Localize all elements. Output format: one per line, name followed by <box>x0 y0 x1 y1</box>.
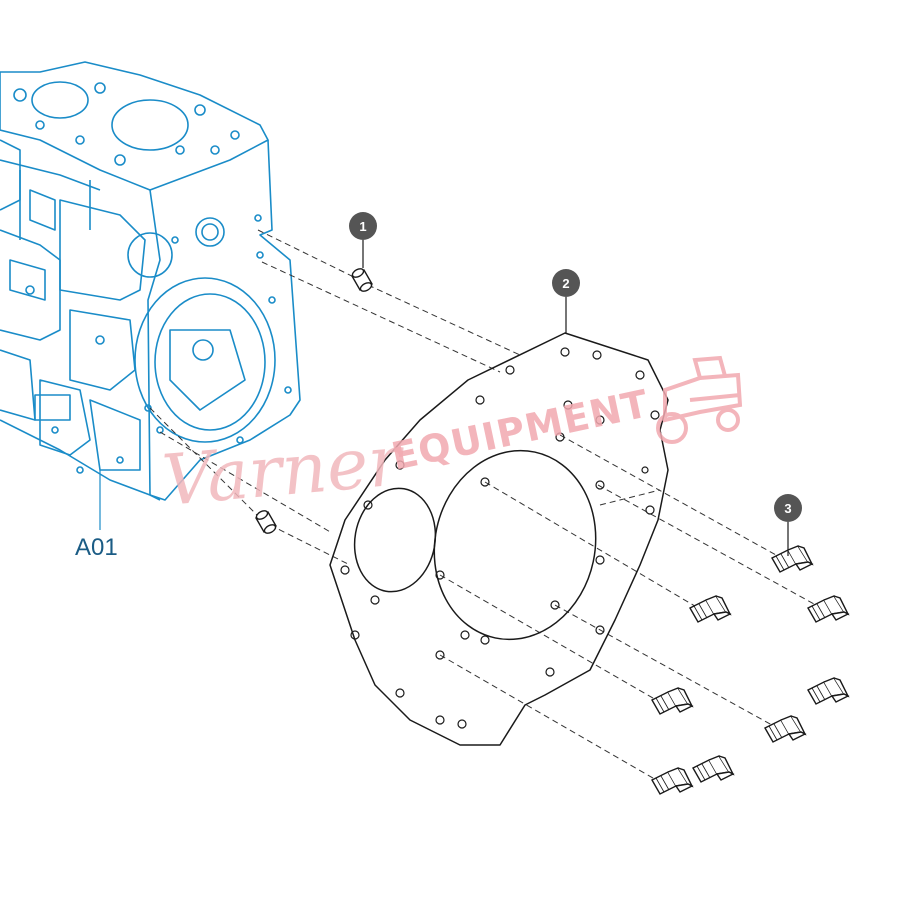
alignment-lines <box>149 229 826 786</box>
watermark-script: Varner <box>159 419 408 522</box>
bolt <box>771 545 813 573</box>
callout-3-label: 3 <box>784 501 791 516</box>
bolt <box>764 715 806 743</box>
engine-block-label: A01 <box>75 534 118 561</box>
bolt <box>651 767 693 795</box>
callout-3: 3 <box>774 494 802 556</box>
dowel-pin-upper <box>351 268 373 292</box>
bolt <box>807 595 849 623</box>
callout-2-label: 2 <box>562 276 569 291</box>
dowel-pin-lower <box>255 510 277 534</box>
bolt <box>689 595 731 623</box>
callout-1: 1 <box>349 212 377 268</box>
bolt <box>651 687 693 715</box>
bolt <box>807 677 849 705</box>
bolt <box>692 755 734 783</box>
watermark: Varner EQUIPMENT <box>159 355 743 522</box>
bolt-set <box>651 545 849 795</box>
tractor-logo <box>656 355 743 444</box>
engine-block <box>0 61 301 530</box>
callout-1-label: 1 <box>359 219 366 234</box>
flywheel-plate <box>329 332 669 746</box>
callout-2: 2 <box>552 269 580 333</box>
